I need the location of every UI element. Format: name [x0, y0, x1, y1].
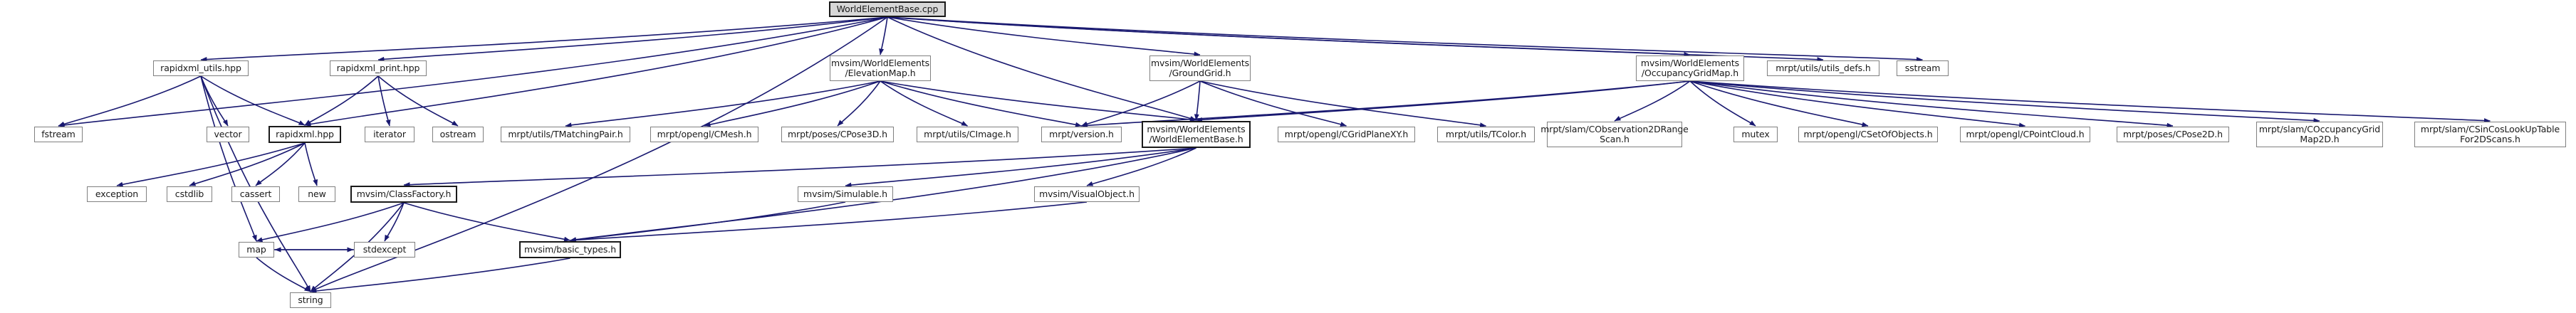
graph-node[interactable]: sstream — [1897, 60, 1949, 76]
graph-node[interactable]: mvsim/ClassFactory.h — [350, 186, 457, 203]
graph-node[interactable]: mvsim/WorldElements /GroundGrid.h — [1149, 55, 1251, 81]
graph-node[interactable]: mvsim/Simulable.h — [798, 186, 893, 202]
graph-node[interactable]: mutex — [1733, 127, 1778, 142]
graph-node[interactable]: new — [298, 186, 335, 202]
graph-node[interactable]: ostream — [432, 127, 484, 142]
graph-node[interactable]: string — [290, 292, 331, 308]
graph-node[interactable]: mrpt/poses/CPose2D.h — [2117, 127, 2229, 142]
graph-node[interactable]: mrpt/utils/TColor.h — [1437, 127, 1535, 142]
graph-node[interactable]: mrpt/version.h — [1041, 127, 1122, 142]
graph-node[interactable]: mrpt/slam/COccupancyGrid Map2D.h — [2256, 122, 2383, 147]
graph-node[interactable]: mvsim/WorldElements /ElevationMap.h — [830, 55, 931, 81]
graph-node[interactable]: mrpt/utils/utils_defs.h — [1767, 60, 1879, 76]
graph-node[interactable]: cassert — [231, 186, 280, 202]
graph-node[interactable]: cstdlib — [167, 186, 212, 202]
graph-node[interactable]: map — [239, 242, 274, 258]
graph-node[interactable]: mrpt/utils/TMatchingPair.h — [501, 127, 630, 142]
graph-node[interactable]: mrpt/opengl/CSetOfObjects.h — [1798, 127, 1938, 142]
graph-node[interactable]: mrpt/opengl/CGridPlaneXY.h — [1278, 127, 1415, 142]
graph-node[interactable]: mvsim/VisualObject.h — [1034, 186, 1140, 202]
graph-node[interactable]: WorldElementBase.cpp — [829, 1, 946, 17]
graph-node[interactable]: mrpt/poses/CPose3D.h — [781, 127, 894, 142]
graph-node[interactable]: mrpt/opengl/CMesh.h — [650, 127, 758, 142]
graph-node[interactable]: vector — [207, 127, 249, 142]
graph-node[interactable]: rapidxml.hpp — [268, 126, 341, 143]
graph-node[interactable]: iterator — [365, 127, 414, 142]
graph-node[interactable]: mrpt/slam/CObservation2DRange Scan.h — [1540, 122, 1689, 147]
graph-node[interactable]: rapidxml_utils.hpp — [153, 60, 249, 76]
graph-node[interactable]: mvsim/WorldElements /OccupancyGridMap.h — [1636, 55, 1744, 81]
graph-node[interactable]: rapidxml_print.hpp — [330, 60, 427, 76]
graph-node[interactable]: mrpt/utils/CImage.h — [917, 127, 1018, 142]
graph-node[interactable]: mvsim/basic_types.h — [519, 241, 621, 258]
graph-node[interactable]: exception — [87, 186, 147, 202]
graph-node[interactable]: mrpt/opengl/CPointCloud.h — [1960, 127, 2090, 142]
graph-node[interactable]: fstream — [34, 127, 83, 142]
graph-node[interactable]: mrpt/slam/CSinCosLookUpTable For2DScans.… — [2414, 122, 2566, 147]
graph-node[interactable]: mvsim/WorldElements /WorldElementBase.h — [1142, 121, 1251, 148]
graph-node[interactable]: stdexcept — [354, 242, 415, 258]
